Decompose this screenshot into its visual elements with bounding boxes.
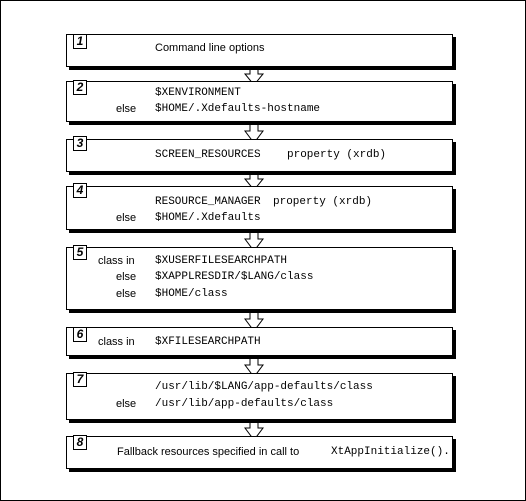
step-4-line-1-suffix: property (xrdb) (273, 196, 373, 208)
step-3-line-1: SCREEN_RESOURCES (155, 149, 261, 161)
step-7-line-2: /usr/lib/app-defaults/class (155, 398, 334, 410)
step-2-line-2-prefix: else (116, 103, 137, 115)
step-4-line-1: RESOURCE_MANAGER (155, 196, 261, 208)
step-number-badge: 8 (73, 435, 87, 450)
step-1-line-1: Command line options (155, 42, 265, 54)
step-number-badge: 1 (73, 34, 87, 49)
step-8-line-1: Fallback resources specified in call to (117, 446, 300, 458)
step-box-3: SCREEN_RESOURCES property (xrdb) (66, 139, 453, 172)
step-2-line-2: $HOME/.Xdefaults-hostname (155, 103, 321, 115)
step-5-line-3: $HOME/class (155, 288, 228, 300)
step-4-line-2: $HOME/.Xdefaults (155, 212, 261, 224)
step-box-1: Command line options (66, 34, 453, 67)
step-7-line-1: /usr/lib/$LANG/app-defaults/class (155, 381, 373, 393)
step-6-line-1: $XFILESEARCHPATH (155, 336, 261, 348)
step-3-line-1-suffix: property (xrdb) (287, 149, 387, 161)
step-number-badge: 5 (73, 245, 87, 260)
step-8-line-1-code: XtAppInitialize(). (331, 446, 450, 458)
step-6-line-1-prefix: class in (98, 336, 135, 348)
step-number-badge: 2 (73, 80, 87, 95)
step-box-5: class in $XUSERFILESEARCHPATH else $XAPP… (66, 247, 453, 310)
step-5-line-2-prefix: else (116, 271, 137, 283)
step-5-line-3-prefix: else (116, 288, 137, 300)
step-4-line-2-prefix: else (116, 212, 137, 224)
step-number-badge: 7 (73, 372, 87, 387)
step-number-badge: 6 (73, 327, 87, 342)
step-box-6: class in $XFILESEARCHPATH (66, 327, 453, 356)
step-box-7: /usr/lib/$LANG/app-defaults/class else /… (66, 373, 453, 420)
step-2-line-1: $XENVIRONMENT (155, 87, 241, 99)
step-7-line-2-prefix: else (116, 398, 137, 410)
step-5-line-1-prefix: class in (98, 255, 135, 267)
step-box-4: RESOURCE_MANAGER property (xrdb) else $H… (66, 186, 453, 230)
step-5-line-1: $XUSERFILESEARCHPATH (155, 255, 288, 267)
step-number-badge: 4 (73, 183, 87, 198)
step-number-badge: 3 (73, 136, 87, 151)
step-box-8: Fallback resources specified in call to … (66, 436, 453, 469)
step-5-line-2: $XAPPLRESDIR/$LANG/class (155, 271, 314, 283)
step-box-2: $XENVIRONMENT else $HOME/.Xdefaults-host… (66, 81, 453, 122)
